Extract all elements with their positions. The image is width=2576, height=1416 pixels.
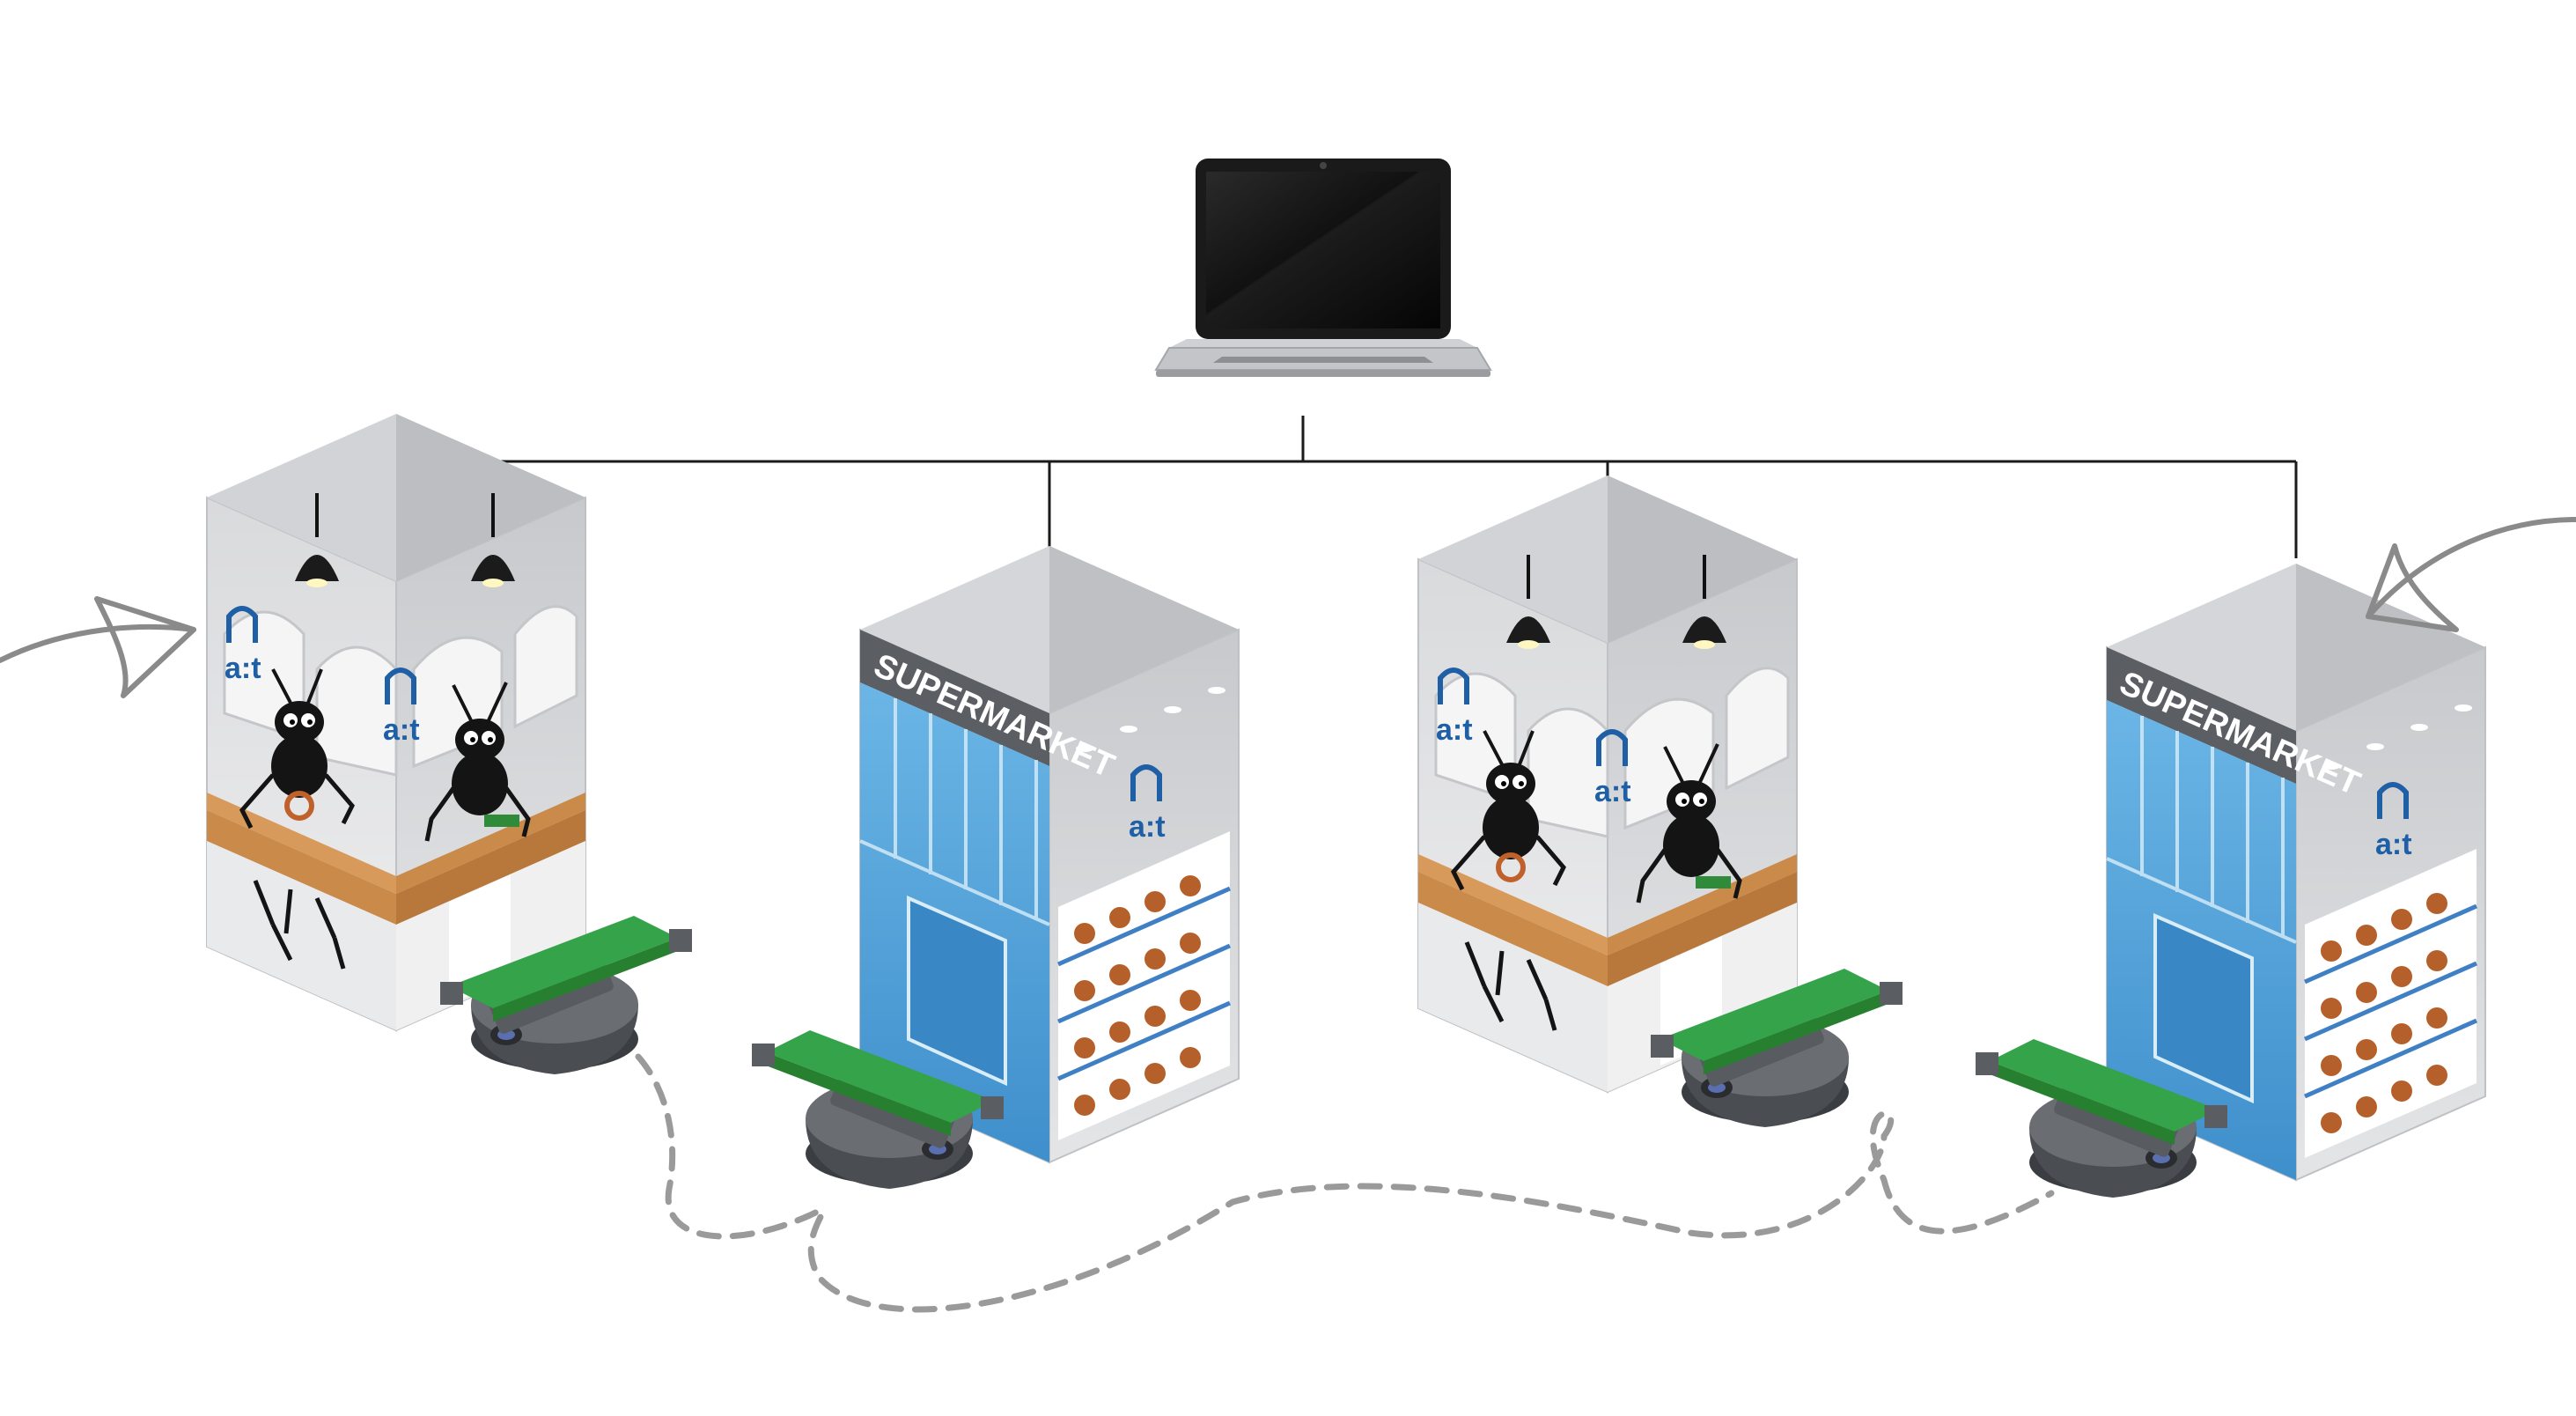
curved-arrow-in-icon bbox=[0, 596, 196, 698]
supermarket-building-icon: SUPERMARKET bbox=[860, 546, 1239, 1162]
factory-building-icon bbox=[1418, 476, 1797, 1092]
laptop-icon bbox=[1155, 158, 1491, 378]
factory-building-icon bbox=[207, 414, 585, 1030]
network-connectors bbox=[394, 416, 2298, 558]
supermarket-building-icon: SUPERMARKET bbox=[2107, 564, 2485, 1180]
curved-arrow-out-icon bbox=[2366, 517, 2576, 632]
agv-route-path bbox=[635, 1053, 2055, 1313]
